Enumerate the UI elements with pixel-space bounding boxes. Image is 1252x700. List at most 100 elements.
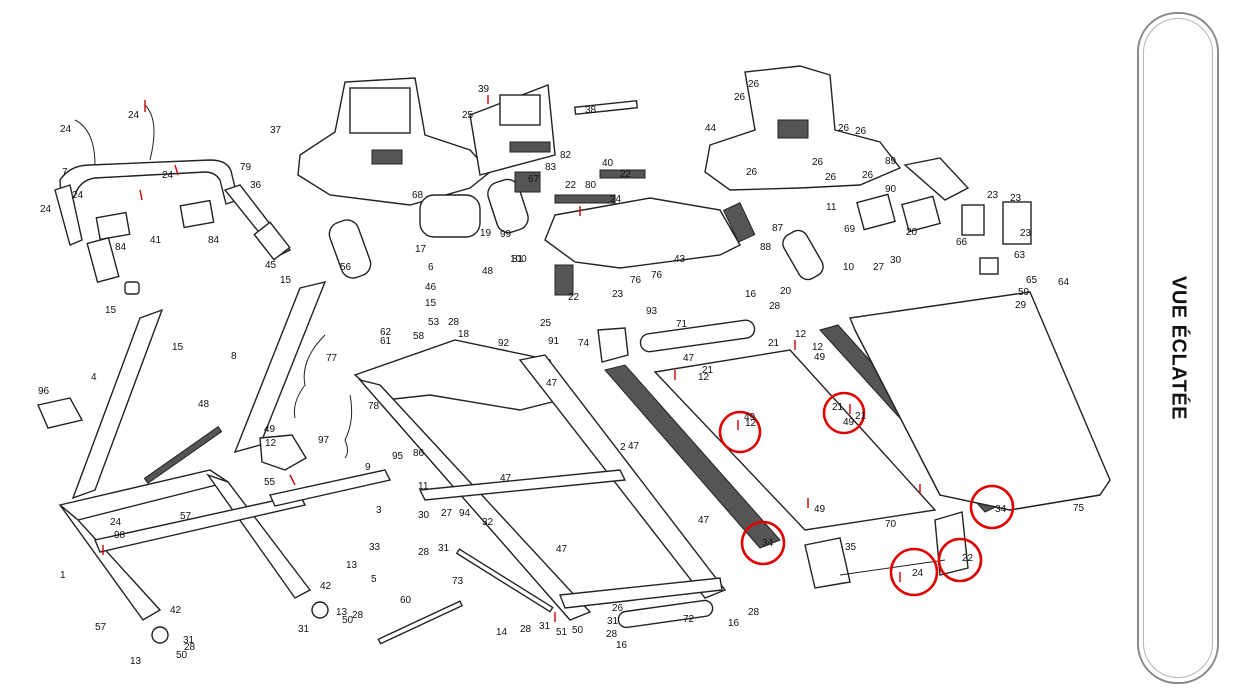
part-number-label: 25 xyxy=(462,110,474,121)
part-number-label: 70 xyxy=(885,519,897,530)
upright-posts xyxy=(37,281,353,500)
part-number-label: 42 xyxy=(320,581,332,592)
part-number-label: 15 xyxy=(172,342,184,353)
part-number-label: 33 xyxy=(369,542,381,553)
part-number-label: 28 xyxy=(418,547,430,558)
part-number-label: 22 xyxy=(962,553,974,564)
part-number-label: 47 xyxy=(556,544,568,555)
part-number-label: 35 xyxy=(845,542,857,553)
part-number-label: 26 xyxy=(855,126,867,137)
part-number-label: 24 xyxy=(40,204,52,215)
part-number-label: 6 xyxy=(428,262,434,273)
part-number-label: 49 xyxy=(843,417,855,428)
part-number-label: 28 xyxy=(748,607,760,618)
part-number-label: 31 xyxy=(298,624,310,635)
part-number-label: 38 xyxy=(585,105,597,116)
part-number-label: 28 xyxy=(448,317,460,328)
part-number-label: 24 xyxy=(128,110,140,121)
part-number-label: 47 xyxy=(500,473,512,484)
part-number-label: 26 xyxy=(612,603,624,614)
part-number-label: 17 xyxy=(415,244,427,255)
part-number-label: 28 xyxy=(184,642,196,653)
part-number-label: 95 xyxy=(392,451,404,462)
part-number-label: 42 xyxy=(170,605,182,616)
part-number-label: 75 xyxy=(1073,503,1085,514)
part-number-label: 12 xyxy=(745,418,757,429)
part-number-label: 55 xyxy=(264,477,276,488)
part-number-label: 12 xyxy=(265,438,277,449)
part-number-label: 100 xyxy=(510,254,527,265)
part-number-label: 59 xyxy=(1018,287,1030,298)
part-number-label: 22 xyxy=(565,180,577,191)
part-number-label: 90 xyxy=(885,184,897,195)
console-assembly xyxy=(297,77,639,279)
part-number-label: 58 xyxy=(413,331,425,342)
part-number-label: 31 xyxy=(183,635,195,646)
part-number-label: 49 xyxy=(264,424,276,435)
part-number-label: 91 xyxy=(548,336,560,347)
part-number-label: 15 xyxy=(105,305,117,316)
part-number-label: 26 xyxy=(812,157,824,168)
part-number-label: 10 xyxy=(843,262,855,273)
part-number-label: 12 xyxy=(698,372,710,383)
part-number-label: 11 xyxy=(826,202,837,213)
part-number-label: 16 xyxy=(745,289,757,300)
part-number-label: 21 xyxy=(832,402,844,413)
part-number-label: 84 xyxy=(115,242,127,253)
part-number-label: 86 xyxy=(413,448,425,459)
part-number-label: 8 xyxy=(231,351,237,362)
part-number-label: 68 xyxy=(412,190,424,201)
part-number-label: 36 xyxy=(250,180,262,191)
part-number-label: 28 xyxy=(352,610,364,621)
part-number-label: 81 xyxy=(512,254,524,265)
part-number-label: 62 xyxy=(380,327,392,338)
part-number-label: 57 xyxy=(95,622,107,633)
rails-deck-belt xyxy=(604,291,1111,589)
part-number-label: 76 xyxy=(630,275,642,286)
part-number-label: 19 xyxy=(480,228,492,239)
part-number-label: 40 xyxy=(602,158,614,169)
part-number-label: 2 xyxy=(620,442,626,453)
part-number-label: 13 xyxy=(346,560,358,571)
part-number-label: 22 xyxy=(568,292,580,303)
part-number-label: 48 xyxy=(198,399,210,410)
part-number-label: 16 xyxy=(728,618,740,629)
part-number-label: 24 xyxy=(912,568,924,579)
part-number-label: 94 xyxy=(459,508,471,519)
part-number-label: 26 xyxy=(748,79,760,90)
part-number-label: 61 xyxy=(380,336,392,347)
callouts xyxy=(718,391,1015,597)
rear-cover-assembly xyxy=(704,65,1032,281)
part-number-label: 65 xyxy=(1026,275,1038,286)
part-number-label: 77 xyxy=(326,353,338,364)
part-number-label: 30 xyxy=(418,510,430,521)
part-number-label: 12 xyxy=(795,329,807,340)
part-number-label: 22 xyxy=(620,169,632,180)
part-number-label: 20 xyxy=(780,286,792,297)
part-number-label: 53 xyxy=(428,317,440,328)
part-number-label: 15 xyxy=(425,298,437,309)
part-number-label: 9 xyxy=(365,462,371,473)
part-number-label: 47 xyxy=(698,515,710,526)
part-number-label: 47 xyxy=(683,353,695,364)
part-number-label: 60 xyxy=(400,595,412,606)
motor-cover xyxy=(544,169,741,296)
part-number-label: 16 xyxy=(616,640,628,651)
callout-end-cap-screw xyxy=(889,547,939,597)
part-number-label: 28 xyxy=(606,629,618,640)
part-number-label: 27 xyxy=(441,508,453,519)
part-number-label: 31 xyxy=(438,543,450,554)
part-number-label: 13 xyxy=(336,607,348,618)
part-number-label: 34 xyxy=(762,538,774,549)
part-number-label: 76 xyxy=(651,270,663,281)
part-number-label: 26 xyxy=(734,92,746,103)
part-number-label: 13 xyxy=(130,656,142,667)
part-number-label: 80 xyxy=(585,180,597,191)
part-number-label: 74 xyxy=(578,338,590,349)
part-number-label: 25 xyxy=(540,318,552,329)
part-number-label: 26 xyxy=(746,167,758,178)
part-number-label: 92 xyxy=(498,338,510,349)
part-number-label: 7 xyxy=(62,167,68,178)
part-number-label: 24 xyxy=(110,517,122,528)
callout-rail-end-right xyxy=(969,484,1015,530)
